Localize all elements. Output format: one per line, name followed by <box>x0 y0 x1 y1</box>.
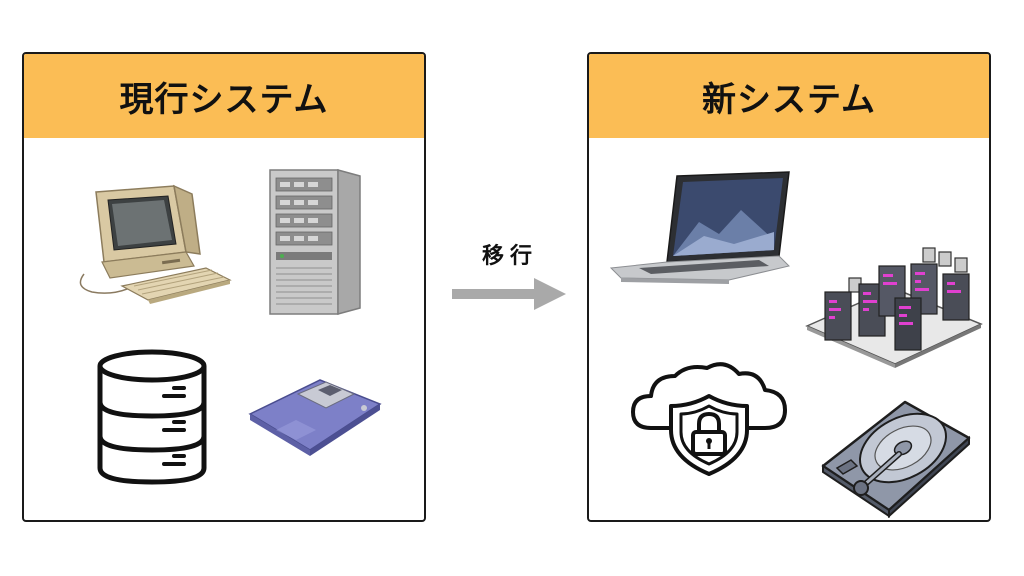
server-rack-icon <box>803 244 985 368</box>
current-system-title: 現行システム <box>24 54 424 138</box>
new-system-panel: 新システム <box>587 52 991 522</box>
database-icon <box>92 346 212 488</box>
current-system-panel: 現行システム <box>22 52 426 522</box>
migration-arrow: 移行 <box>448 232 572 322</box>
laptop-icon <box>609 170 795 294</box>
new-system-title: 新システム <box>589 54 989 138</box>
hard-disk-icon <box>819 394 975 518</box>
retro-computer-icon <box>74 182 234 307</box>
right-arrow-icon <box>452 278 566 310</box>
floppy-disk-icon <box>246 374 386 462</box>
tower-server-icon <box>266 166 366 318</box>
cloud-security-icon <box>629 360 789 480</box>
migration-label: 移行 <box>481 244 538 269</box>
